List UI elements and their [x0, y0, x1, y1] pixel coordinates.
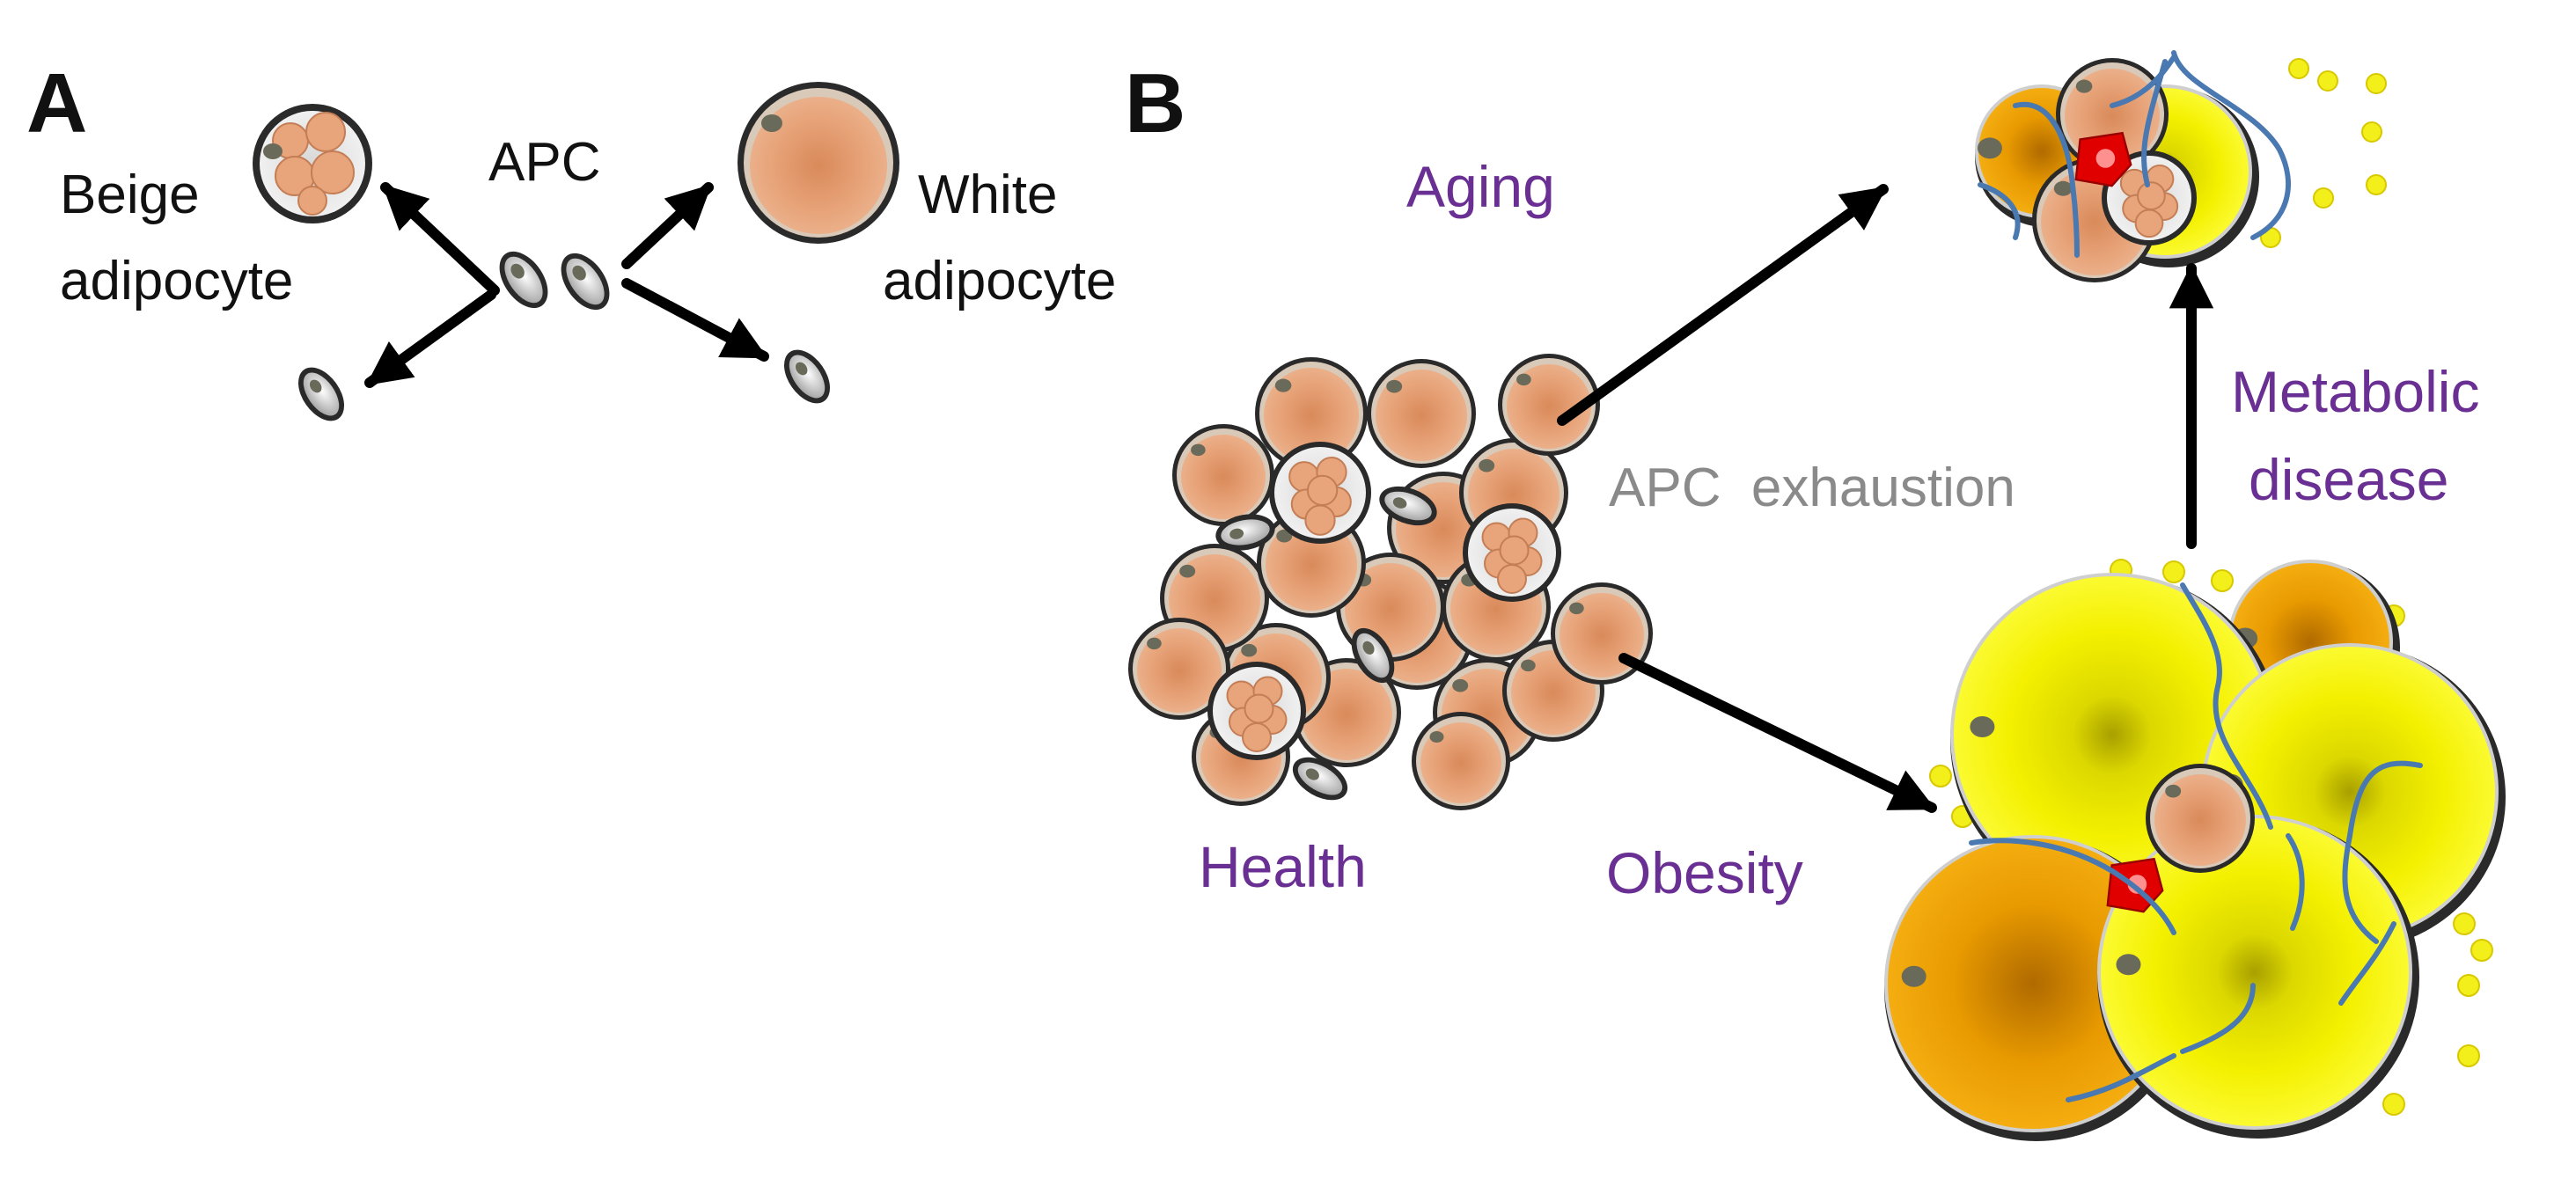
apc-label: APC: [488, 132, 600, 193]
white-adipocyte-cell: [1255, 357, 1368, 470]
lipid-droplet: [2317, 70, 2338, 92]
hypertrophic-white-adipocyte-cell: [2097, 815, 2419, 1139]
white-label-line1: White: [918, 165, 1057, 225]
beige-adipocyte-cell: [1207, 662, 1306, 760]
apc-cell: [1379, 486, 1437, 526]
blood-vessel: [2286, 833, 2305, 931]
obesity-label: Obesity: [1606, 840, 1803, 905]
panel-a-group: APC Beige adipocyte White adipocyte: [60, 82, 1116, 421]
aged-tissue-cluster: [1975, 50, 2387, 282]
beige-adipocyte-cell: [1269, 442, 1371, 544]
macrophage-icon: [2074, 131, 2132, 187]
lipid-droplet: [2453, 912, 2476, 935]
apc-daughter-right-icon: [783, 349, 831, 404]
beige-adipocyte-icon: [253, 104, 372, 223]
white-label-line2: adipocyte: [883, 251, 1116, 311]
blood-vessel: [2180, 983, 2256, 1054]
lipid-droplet: [2470, 939, 2493, 962]
metabolic-label-line2: disease: [2249, 447, 2449, 512]
lipid-droplet: [2288, 58, 2309, 79]
white-adipocyte-cell: [1498, 354, 1600, 456]
blood-vessel: [1969, 838, 2176, 935]
white-adipocyte-cell: [1172, 424, 1274, 526]
white-adipocyte-cell: [1412, 712, 1510, 810]
lipid-droplet: [2211, 569, 2234, 592]
panel-label-a: A: [26, 56, 87, 150]
lipid-droplet: [2457, 1044, 2480, 1067]
beige-label-line2: adipocyte: [60, 251, 293, 311]
lipid-droplet: [2382, 1093, 2405, 1116]
blood-vessel: [2141, 59, 2168, 187]
blood-vessel: [2013, 101, 2080, 258]
apc-cell: [1292, 757, 1348, 801]
panel-b-arrows: [1557, 184, 2214, 813]
panel-label-b: B: [1125, 56, 1185, 150]
beige-adipocyte-cell: [2102, 150, 2197, 245]
white-adipocyte-cell: [1128, 618, 1230, 720]
blood-vessel: [2110, 55, 2176, 108]
apc-cell: [1215, 514, 1275, 551]
panel-a-arrows: [364, 182, 769, 388]
aging-label: Aging: [1406, 154, 1555, 219]
metabolic-label-line1: Metabolic: [2231, 359, 2479, 424]
health-label: Health: [1199, 834, 1367, 899]
apc-exhaustion-label: APC exhaustion: [1609, 458, 2015, 518]
obesity-arrow: [1618, 653, 1937, 813]
lipid-droplet: [2361, 121, 2382, 143]
beige-adipocyte-cell: [1463, 503, 1561, 602]
lipid-droplet: [2366, 73, 2387, 94]
beige-label-line1: Beige: [60, 165, 200, 225]
healthy-tissue-cluster: [1128, 354, 1653, 810]
white-adipocyte-cell: [1367, 359, 1476, 468]
blood-vessel: [2180, 582, 2273, 830]
white-adipocyte-cell: [2146, 764, 2255, 873]
apc-cell: [1351, 627, 1395, 684]
blood-vessel: [1978, 182, 2021, 240]
blood-vessel: [2342, 760, 2423, 944]
blood-vessel: [2066, 1053, 2176, 1102]
apc-daughter-left-icon: [297, 367, 345, 421]
obese-tissue-cluster: [1884, 559, 2506, 1141]
blood-vessel: [2171, 50, 2291, 240]
aging-arrow: [1557, 184, 1889, 426]
white-adipocyte-icon: [738, 82, 899, 244]
lipid-droplet: [2162, 560, 2185, 583]
blood-vessel: [2338, 921, 2396, 1006]
lipid-droplet: [2457, 974, 2480, 997]
lipid-droplet: [2366, 174, 2387, 195]
lipid-droplet: [1929, 765, 1952, 787]
apc-cells-icon: [499, 251, 610, 311]
lipid-droplet: [2313, 187, 2334, 209]
